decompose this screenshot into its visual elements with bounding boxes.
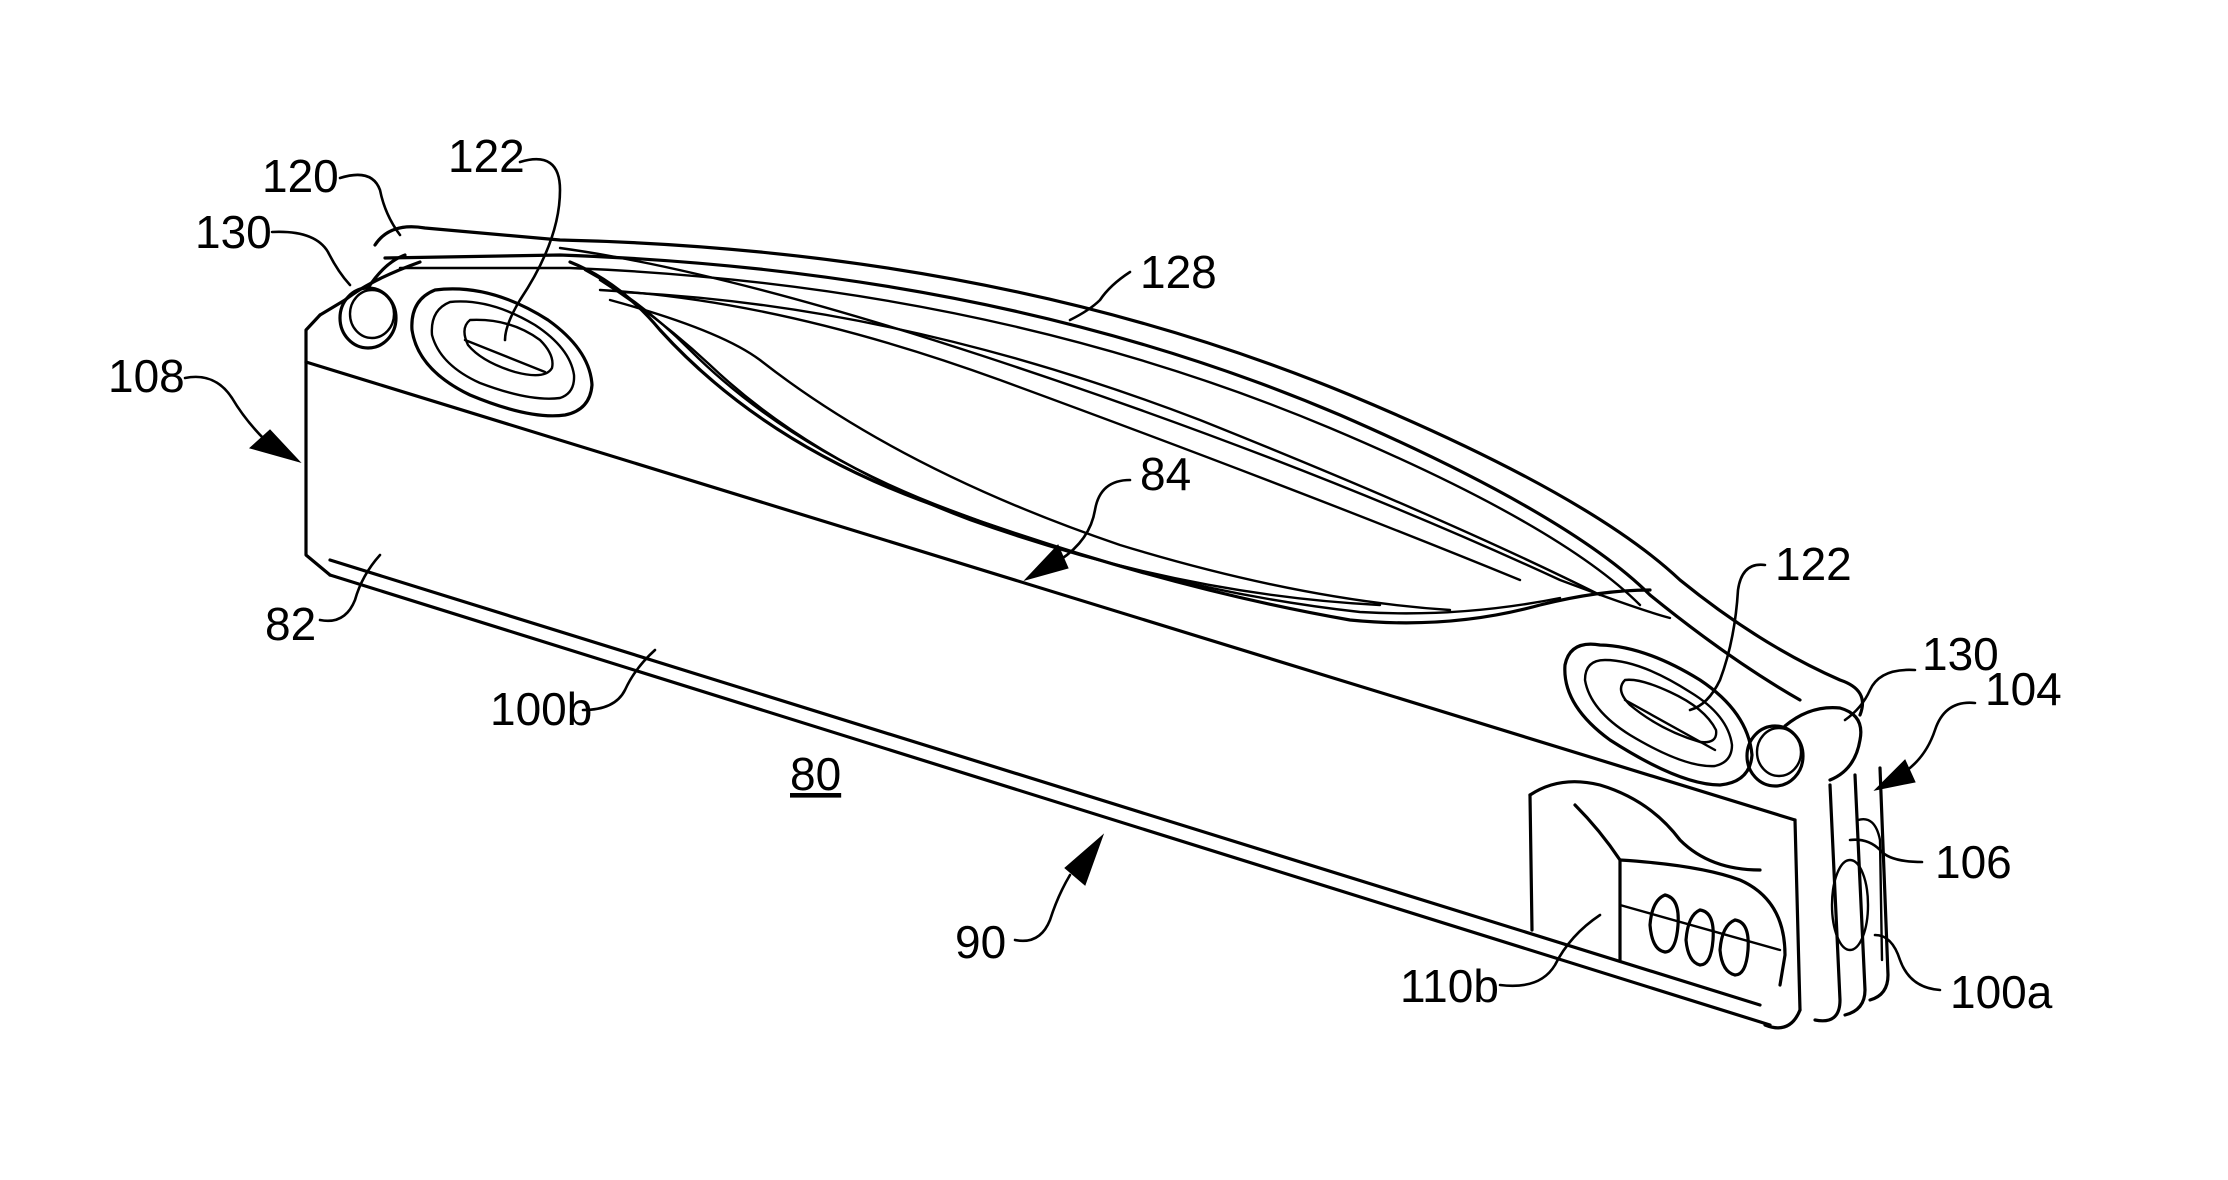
arrowheads	[250, 430, 1915, 885]
label-110b: 110b	[1400, 960, 1499, 1012]
label-90: 90	[955, 916, 1006, 968]
top-surface	[345, 227, 1863, 715]
arrow-90	[1065, 835, 1103, 885]
label-84: 84	[1140, 448, 1191, 500]
left-pin	[340, 255, 405, 348]
arrow-108	[250, 430, 300, 462]
label-106: 106	[1935, 836, 2012, 888]
label-130-left: 130	[195, 206, 272, 258]
label-82: 82	[265, 598, 316, 650]
label-128: 128	[1140, 246, 1217, 298]
latch-block	[1530, 782, 1785, 985]
label-100a: 100a	[1950, 966, 2053, 1018]
label-108: 108	[108, 350, 185, 402]
label-120: 120	[262, 150, 339, 202]
label-104: 104	[1985, 663, 2062, 715]
left-slot	[412, 289, 592, 416]
label-80: 80	[790, 748, 841, 800]
label-122-left: 122	[448, 130, 525, 182]
label-122-right: 122	[1775, 538, 1852, 590]
label-100b: 100b	[490, 683, 592, 735]
right-pin	[1747, 708, 1861, 786]
right-end-latch	[1765, 768, 1888, 1028]
